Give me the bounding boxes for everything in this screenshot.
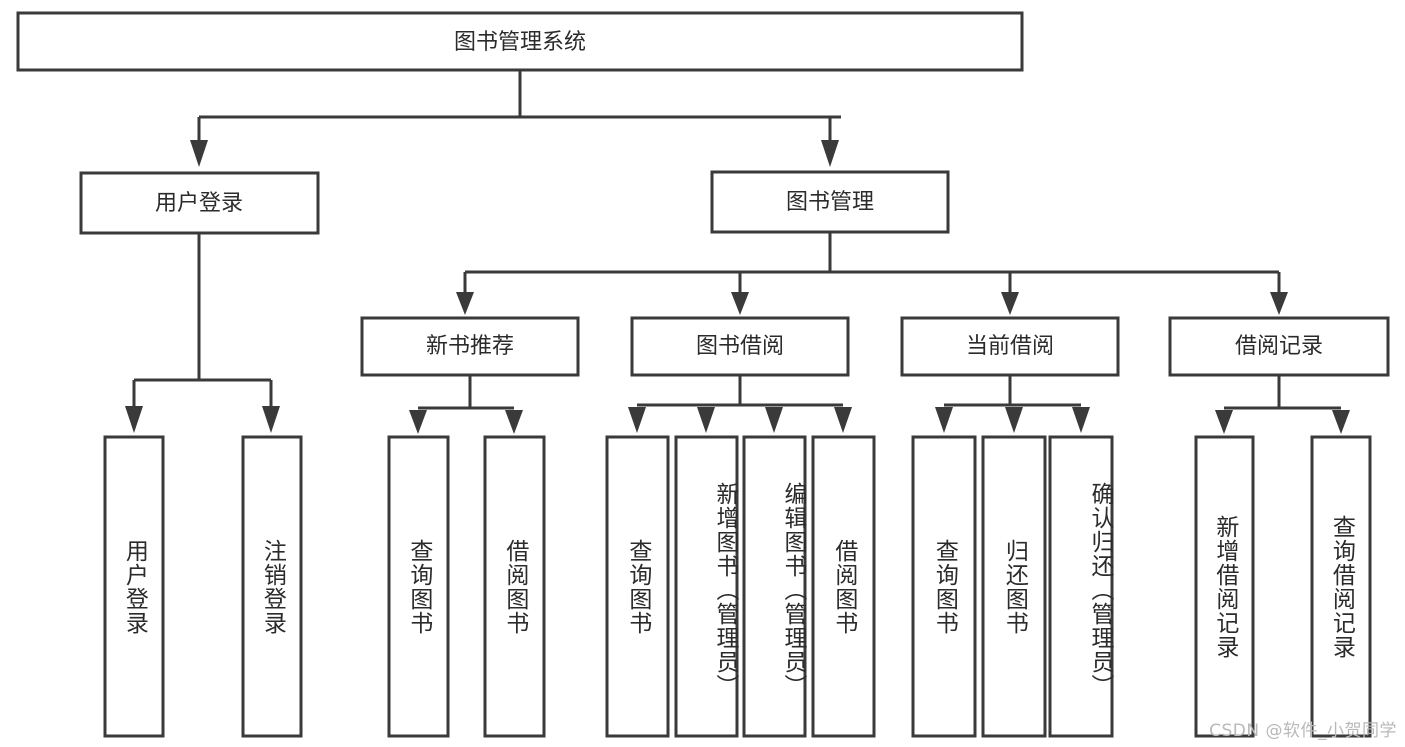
arrow-head-user-1	[125, 406, 143, 433]
leaf-box-return-book[interactable]	[981, 435, 1047, 738]
node-current-borrow[interactable]: 当前借阅	[900, 316, 1120, 377]
node-borrow-record-box[interactable]	[1168, 316, 1390, 377]
node-book-borrow-label: 图书借阅	[696, 334, 784, 359]
node-book-management-label: 图书管理	[786, 190, 874, 215]
connector-group-new-book	[409, 375, 523, 434]
arrow-head-bookmgmt-2	[731, 292, 749, 315]
node-borrow-record[interactable]: 借阅记录	[1168, 316, 1390, 377]
leaf-box-add-book[interactable]	[674, 435, 739, 738]
arrow-head-bookmgmt-1	[456, 292, 474, 315]
connector-group-book-mgmt	[456, 232, 1288, 315]
leaf-box-query-record[interactable]	[1310, 435, 1372, 738]
node-root[interactable]: 图书管理系统	[16, 11, 1024, 72]
leaf-box-query-book-3[interactable]	[911, 435, 977, 738]
arrow-head-newbook-1	[409, 410, 427, 434]
node-root-label: 图书管理系统	[454, 30, 586, 55]
node-book-management[interactable]: 图书管理	[710, 170, 950, 234]
arrow-head-record-2	[1332, 410, 1350, 434]
node-new-book-recommend[interactable]: 新书推荐	[360, 316, 580, 377]
node-current-borrow-label: 当前借阅	[966, 334, 1054, 359]
leaf-box-user-login[interactable]	[103, 435, 165, 738]
arrow-head-root-1	[190, 140, 208, 167]
arrow-head-current-1	[935, 407, 953, 433]
leaf-box-query-book-1[interactable]	[387, 435, 450, 738]
arrow-head-root-2	[821, 140, 839, 167]
arrow-head-bookmgmt-4	[1270, 292, 1288, 315]
node-user-login[interactable]: 用户登录	[79, 171, 320, 235]
leaf-box-add-record[interactable]	[1194, 435, 1255, 738]
connector-group-root	[190, 70, 841, 167]
leaf-box-borrow-book-1[interactable]	[483, 435, 546, 738]
node-book-management-box[interactable]	[710, 170, 950, 234]
connector-group-borrow-book	[628, 375, 852, 433]
arrow-head-current-2	[1005, 407, 1023, 433]
node-new-book-recommend-box[interactable]	[360, 316, 580, 377]
node-book-borrow[interactable]: 图书借阅	[630, 316, 850, 377]
leaf-box-logout[interactable]	[241, 435, 303, 738]
arrow-head-user-2	[262, 406, 280, 433]
node-user-login-label: 用户登录	[155, 191, 243, 216]
leaf-box-query-book-2[interactable]	[605, 435, 670, 738]
connector-group-user-login	[125, 233, 280, 433]
arrow-head-borrow-2	[697, 407, 715, 433]
leaf-box-borrow-book-2[interactable]	[811, 435, 876, 738]
arrow-head-borrow-4	[834, 407, 852, 433]
arrow-head-borrow-3	[765, 407, 783, 433]
node-borrow-record-label: 借阅记录	[1235, 334, 1323, 359]
node-user-login-box[interactable]	[79, 171, 320, 235]
leaf-box-edit-book[interactable]	[742, 435, 807, 738]
arrow-head-borrow-1	[628, 407, 646, 433]
arrow-head-bookmgmt-3	[1001, 292, 1019, 315]
arrow-head-newbook-2	[505, 410, 523, 434]
node-book-borrow-box[interactable]	[630, 316, 850, 377]
csdn-watermark: CSDN @软件_小贺同学	[1209, 721, 1397, 741]
connector-group-current-borrow	[935, 375, 1090, 433]
arrow-head-record-1	[1215, 410, 1233, 434]
arrow-head-current-3	[1072, 407, 1090, 433]
leaf-box-confirm-return[interactable]	[1048, 435, 1114, 738]
node-root-box[interactable]	[16, 11, 1024, 72]
node-current-borrow-box[interactable]	[900, 316, 1120, 377]
connector-group-borrow-record	[1215, 375, 1350, 434]
node-new-book-recommend-label: 新书推荐	[426, 334, 514, 359]
